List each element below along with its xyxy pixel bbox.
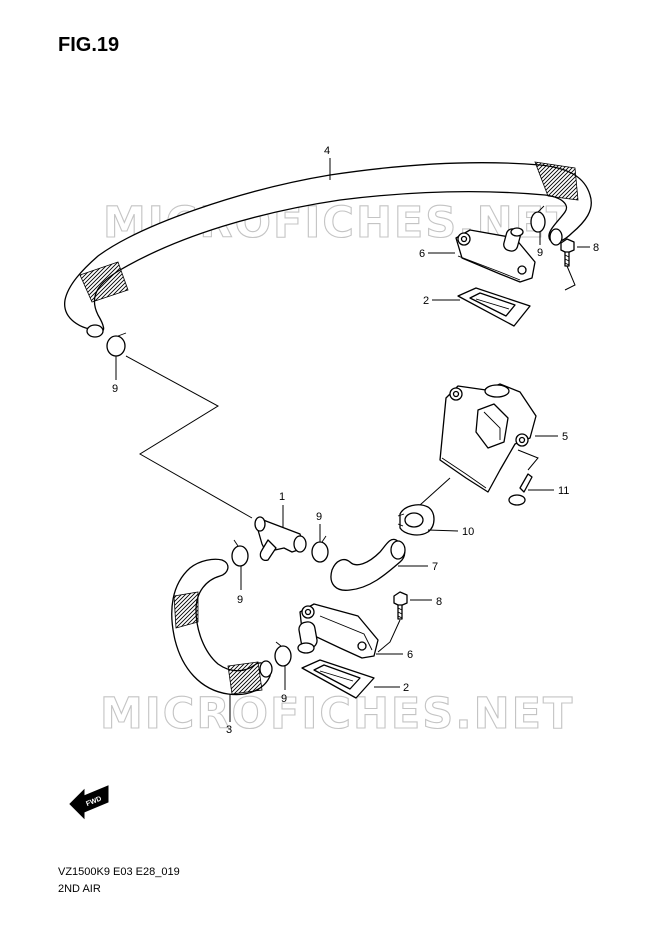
callout-9-lower: 9 [281, 693, 287, 705]
callout-10: 10 [462, 526, 474, 538]
callout-11: 11 [558, 485, 569, 497]
reed-valve-upper [457, 287, 531, 327]
callout-8-upper: 8 [593, 242, 599, 254]
bolt-upper [560, 238, 575, 267]
section-name: 2ND AIR [58, 883, 101, 895]
reed-valve-cover-upper [455, 227, 536, 283]
callout-6-upper: 6 [419, 248, 425, 260]
bolt-lower [393, 591, 408, 620]
callout-3: 3 [226, 724, 232, 736]
callout-4: 4 [324, 145, 330, 157]
callout-2-lower: 2 [403, 682, 409, 694]
leader-zigzag [125, 355, 253, 519]
hose-elbow [330, 538, 406, 591]
hose-clip [397, 504, 435, 536]
model-code: VZ1500K9 E03 E28_019 [58, 866, 180, 878]
reed-valve-lower [301, 659, 375, 699]
callout-2-upper: 2 [423, 295, 429, 307]
screw [508, 473, 533, 506]
clamp-lower [274, 641, 292, 667]
callout-9-mid-right: 9 [316, 511, 322, 523]
callout-5: 5 [562, 431, 568, 443]
callout-9-upper-left: 9 [112, 383, 118, 395]
callout-6-lower: 6 [407, 649, 413, 661]
t-joint [254, 516, 307, 562]
clamp-upper-left [106, 332, 127, 357]
callout-9-upper-right: 9 [537, 247, 543, 259]
callout-1: 1 [279, 491, 285, 503]
callout-7: 7 [432, 561, 438, 573]
callout-9-mid-left: 9 [237, 594, 243, 606]
forward-arrow-icon: FWD [69, 785, 109, 820]
figure-title: FIG.19 [58, 34, 120, 56]
clamp-upper-right [530, 205, 546, 233]
hose-upper [64, 161, 592, 338]
watermark-bottom: MICROFICHES.NET [100, 689, 574, 739]
callout-8-lower: 8 [436, 596, 442, 608]
hose-lower [171, 558, 273, 696]
clamp-mid-left [231, 539, 249, 567]
reed-valve-cover-lower [297, 603, 401, 659]
pair-control-valve [439, 383, 537, 493]
clamp-mid-right [311, 535, 329, 563]
